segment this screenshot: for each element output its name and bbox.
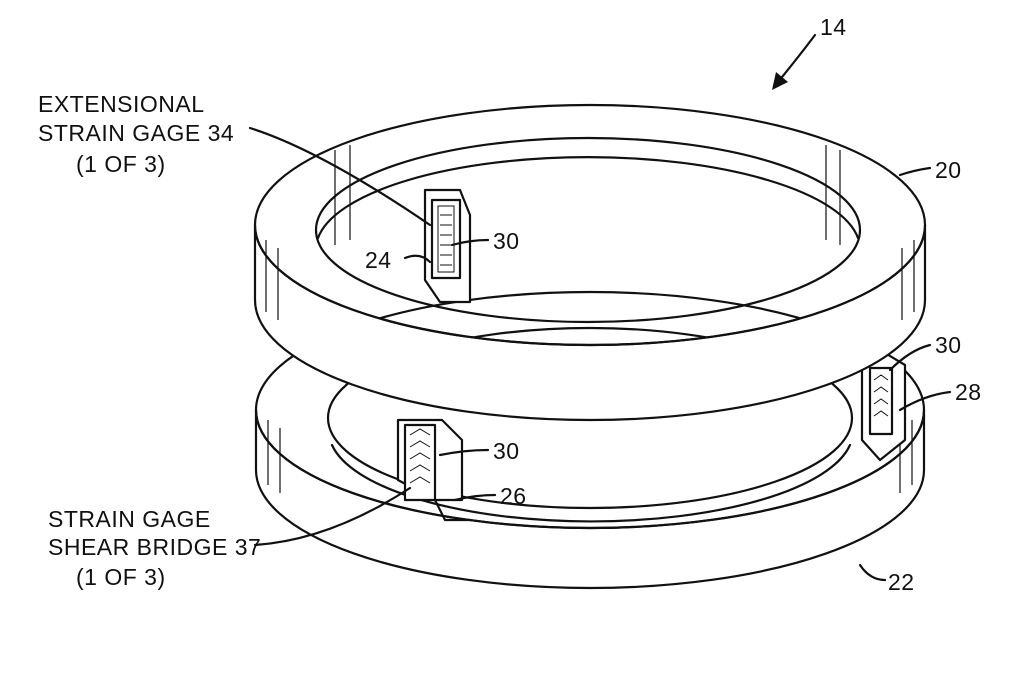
label-shear-line1: STRAIN GAGE — [48, 506, 211, 532]
label-extensional-line1: EXTENSIONAL — [38, 91, 205, 117]
ref-28: 28 — [955, 379, 982, 405]
post-28 — [860, 348, 907, 462]
ref-30-upper: 30 — [493, 228, 520, 254]
ref-24: 24 — [365, 247, 392, 273]
lower-ring — [254, 290, 926, 590]
ref-30-lower: 30 — [493, 438, 520, 464]
post-26 — [396, 418, 472, 522]
ref-26: 26 — [500, 483, 527, 509]
label-shear-line3: (1 OF 3) — [76, 564, 166, 590]
upper-ring — [253, 103, 927, 422]
ref-30-right: 30 — [935, 332, 962, 358]
ref-20: 20 — [935, 157, 962, 183]
ref-14: 14 — [820, 14, 847, 40]
ref-22: 22 — [888, 569, 915, 595]
label-shear-line2: SHEAR BRIDGE 37 — [48, 534, 261, 560]
label-extensional-line2: STRAIN GAGE 34 — [38, 120, 234, 146]
post-24 — [423, 188, 472, 304]
label-extensional-line3: (1 OF 3) — [76, 151, 166, 177]
leaders — [248, 33, 952, 582]
